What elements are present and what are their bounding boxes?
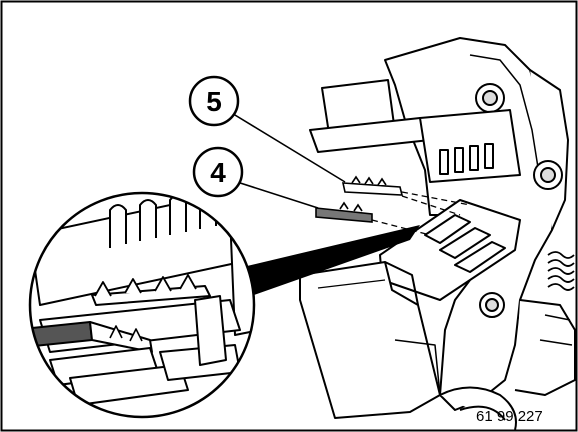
insertion-guides bbox=[371, 191, 471, 236]
upper-connector-housing bbox=[309, 79, 521, 183]
figure-reference-number: 61 99 227 bbox=[476, 408, 543, 425]
callout-5: 5 bbox=[188, 75, 346, 183]
detail-circle-outline bbox=[28, 191, 256, 419]
terminal-4 bbox=[315, 201, 373, 223]
bolt-upper bbox=[475, 83, 505, 113]
callout-label-4: 4 bbox=[210, 157, 226, 188]
bolt-lower bbox=[479, 292, 505, 318]
zoom-indicator bbox=[230, 225, 420, 300]
return-spring bbox=[547, 251, 575, 291]
callout-4: 4 bbox=[192, 146, 319, 209]
leader-line-5 bbox=[229, 111, 346, 183]
lower-lever bbox=[439, 386, 517, 431]
leader-line-4 bbox=[233, 180, 319, 209]
lower-connector-block bbox=[379, 199, 521, 301]
bolt-middle bbox=[533, 160, 563, 190]
terminal-5 bbox=[341, 175, 404, 196]
detail-magnifier bbox=[28, 191, 256, 419]
callout-label-5: 5 bbox=[206, 86, 222, 117]
